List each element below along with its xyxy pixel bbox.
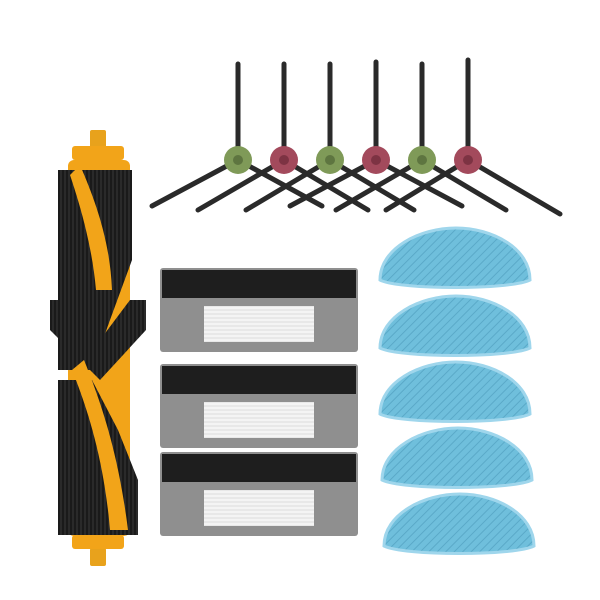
filter-sponge	[162, 454, 356, 482]
filter-sponge	[162, 270, 356, 298]
filter-media	[204, 402, 314, 438]
side-brush-5	[333, 61, 509, 213]
roller-cap-bottom	[72, 535, 124, 549]
mop-pad-2	[378, 294, 532, 357]
hepa-filter-1	[160, 268, 358, 352]
side-brush-1	[149, 61, 325, 209]
roller-spiral-lower	[72, 360, 128, 530]
mop-pad-3	[378, 360, 532, 423]
side-brush-set	[149, 57, 563, 217]
mop-pad-5	[382, 492, 536, 555]
main-roller-brush	[50, 130, 146, 566]
mop-pad-set	[378, 226, 536, 555]
roller-spiral-upper	[70, 165, 112, 290]
filter-set	[160, 268, 358, 536]
filter-sponge	[162, 366, 356, 394]
side-brush-6	[383, 57, 563, 217]
hepa-filter-2	[160, 364, 358, 448]
roller-cap-top	[72, 146, 124, 160]
roller-axle-top	[90, 130, 106, 148]
side-brush-4	[287, 59, 465, 209]
filter-media	[204, 490, 314, 526]
filter-media	[204, 306, 314, 342]
hepa-filter-3	[160, 452, 358, 536]
mop-pad-1	[378, 226, 532, 289]
roller-axle-bottom	[90, 548, 106, 566]
roller-bristles-middle	[50, 300, 146, 380]
mop-pad-4	[380, 426, 534, 489]
